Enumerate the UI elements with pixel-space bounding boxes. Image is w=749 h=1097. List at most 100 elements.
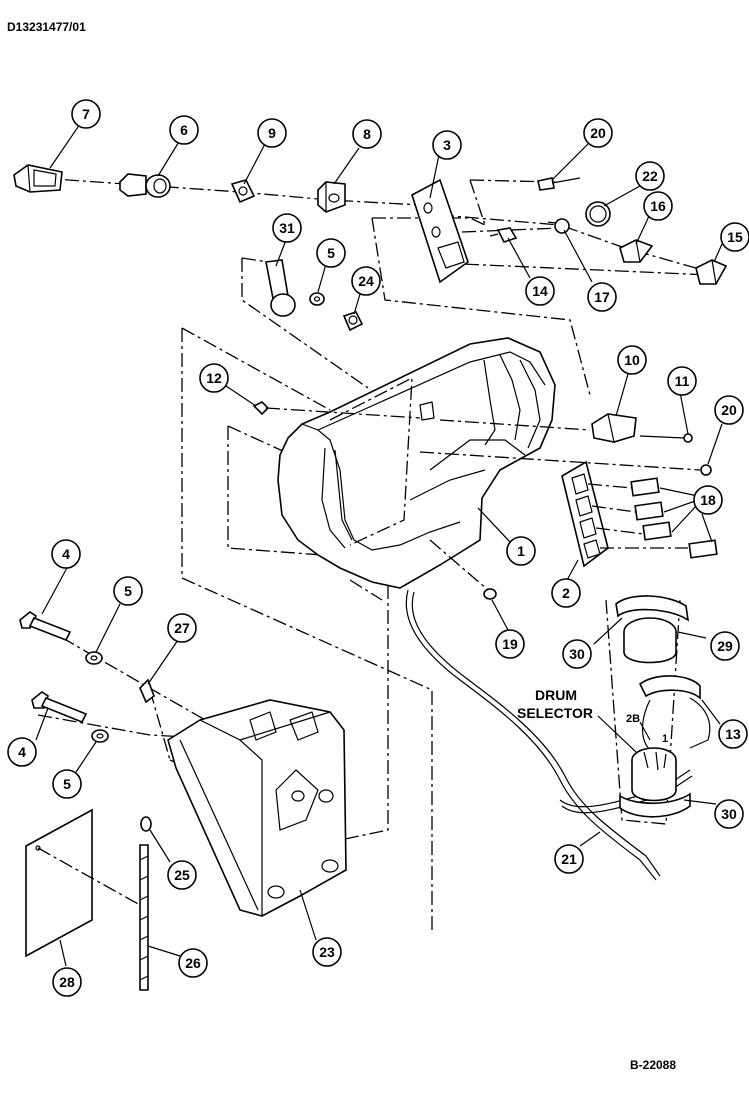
callout-number: 1 bbox=[517, 543, 525, 559]
callout-15: 15 bbox=[720, 222, 749, 252]
part-25-ring bbox=[140, 816, 152, 832]
callout-23: 23 bbox=[312, 937, 342, 967]
bracket-group bbox=[241, 257, 369, 389]
callout-circle bbox=[554, 844, 584, 874]
part-15-switch bbox=[695, 259, 728, 285]
callout-number: 6 bbox=[180, 122, 188, 138]
callout-10: 10 bbox=[617, 345, 647, 375]
callout-circle bbox=[316, 238, 346, 268]
part-20-screw-top bbox=[537, 177, 581, 191]
callout-number: 5 bbox=[327, 245, 335, 261]
part-11-screw bbox=[639, 433, 693, 443]
callout-circle bbox=[635, 161, 665, 191]
callout-13: 13 bbox=[718, 719, 748, 749]
part-5-washer-upper bbox=[85, 651, 103, 665]
callout-number: 20 bbox=[590, 125, 606, 141]
callout-9: 9 bbox=[257, 118, 287, 148]
callout-circle bbox=[693, 485, 723, 515]
drum-selector-assembly bbox=[605, 595, 711, 825]
part-27-clip bbox=[139, 678, 155, 704]
callout-17: 17 bbox=[587, 282, 617, 312]
callout-14: 14 bbox=[525, 276, 555, 306]
callout-8: 8 bbox=[352, 119, 382, 149]
callout-circle bbox=[351, 266, 381, 296]
callout-number: 31 bbox=[279, 220, 295, 236]
callout-18: 18 bbox=[693, 485, 723, 515]
callout-number: 26 bbox=[185, 955, 201, 971]
callout-1: 1 bbox=[506, 536, 536, 566]
callout-circle bbox=[167, 860, 197, 890]
wire-label-2b: 2B bbox=[626, 713, 640, 725]
callout-20: 20 bbox=[714, 395, 744, 425]
callout-number: 15 bbox=[727, 229, 743, 245]
callout-number: 10 bbox=[624, 352, 640, 368]
part-1-main-housing bbox=[277, 337, 556, 589]
callout-27: 27 bbox=[167, 613, 197, 643]
callout-28: 28 bbox=[52, 967, 82, 997]
callout-number: 30 bbox=[721, 806, 737, 822]
callout-30: 30 bbox=[562, 639, 592, 669]
part-18-lenses bbox=[587, 477, 718, 559]
callout-number: 9 bbox=[268, 125, 276, 141]
part-14-lamp bbox=[489, 227, 518, 243]
callout-4: 4 bbox=[7, 737, 37, 767]
callout-number: 3 bbox=[443, 137, 451, 153]
callout-circle bbox=[257, 118, 287, 148]
callout-number: 13 bbox=[725, 726, 741, 742]
document-id: D13231477/01 bbox=[7, 20, 86, 34]
callout-number: 4 bbox=[18, 744, 26, 760]
callout-4: 4 bbox=[51, 539, 81, 569]
callout-number: 8 bbox=[363, 126, 371, 142]
part-10-switch bbox=[439, 413, 637, 443]
part-8-housing bbox=[317, 181, 346, 213]
part-5-washer-lower bbox=[91, 729, 109, 743]
callout-number: 23 bbox=[319, 944, 335, 960]
callout-16: 16 bbox=[643, 191, 673, 221]
part-17-bulb bbox=[547, 218, 570, 234]
drum-selector-label-line2: SELECTOR bbox=[517, 705, 593, 721]
callout-circle bbox=[432, 130, 462, 160]
callout-7: 7 bbox=[71, 99, 101, 129]
callout-5: 5 bbox=[52, 769, 82, 799]
callout-5: 5 bbox=[113, 576, 143, 606]
callout-circle bbox=[178, 948, 208, 978]
wire-label-1: 1 bbox=[662, 733, 668, 745]
callout-number: 29 bbox=[717, 638, 733, 654]
callout-circle bbox=[312, 937, 342, 967]
callout-11: 11 bbox=[667, 366, 697, 396]
callout-number: 12 bbox=[206, 370, 222, 386]
callout-2: 2 bbox=[551, 578, 581, 608]
callout-circle bbox=[583, 118, 613, 148]
callout-circle bbox=[506, 536, 536, 566]
callout-circle bbox=[617, 345, 647, 375]
part-22-ring bbox=[585, 201, 611, 227]
callout-number: 17 bbox=[594, 289, 610, 305]
callout-number: 28 bbox=[59, 974, 75, 990]
callout-circle bbox=[167, 613, 197, 643]
callout-19: 19 bbox=[495, 629, 525, 659]
part-16-switch bbox=[619, 239, 654, 263]
part-2-bezel bbox=[561, 460, 609, 568]
part-4-bolt-upper bbox=[19, 611, 72, 642]
callout-26: 26 bbox=[178, 948, 208, 978]
callout-circle bbox=[714, 395, 744, 425]
callout-circle bbox=[720, 222, 749, 252]
callout-circle bbox=[352, 119, 382, 149]
part-6-switch bbox=[119, 173, 171, 198]
part-4-bolt-lower bbox=[31, 691, 88, 724]
callout-number: 14 bbox=[532, 283, 548, 299]
callout-number: 20 bbox=[721, 402, 737, 418]
callout-circle bbox=[714, 799, 744, 829]
part-12-nut bbox=[252, 401, 421, 419]
drum-selector-label-line1: DRUM bbox=[535, 687, 577, 703]
callout-number: 2 bbox=[562, 585, 570, 601]
callout-number: 4 bbox=[62, 546, 70, 562]
callout-circle bbox=[551, 578, 581, 608]
callout-3: 3 bbox=[432, 130, 462, 160]
callout-circle bbox=[667, 366, 697, 396]
part-7-cap bbox=[13, 164, 63, 193]
callout-number: 22 bbox=[642, 168, 658, 184]
callout-5: 5 bbox=[316, 238, 346, 268]
